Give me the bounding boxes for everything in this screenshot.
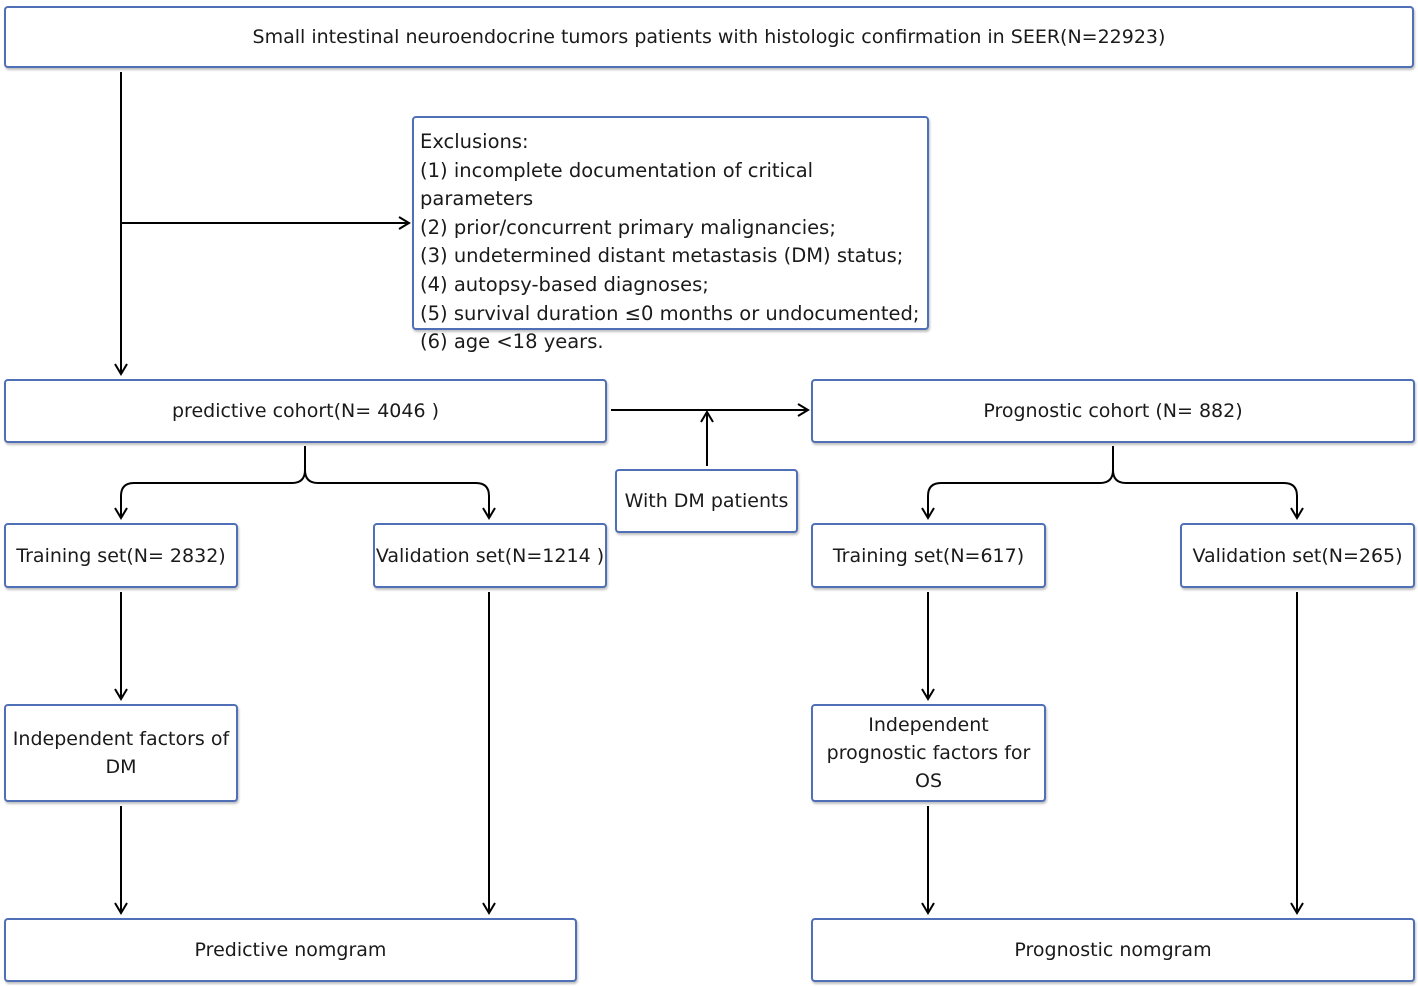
prognostic-training-label: Training set(N=617) [832, 544, 1025, 567]
dm-patients-box: With DM patients [615, 469, 798, 533]
prognostic-cohort-box: Prognostic cohort (N= 882) [811, 379, 1415, 443]
predictive-validation-box: Validation set(N=1214 ) [373, 523, 607, 588]
exclusion-item-5: (5) survival duration ≤0 months or undoc… [420, 301, 920, 325]
dm-patients-label: With DM patients [624, 490, 789, 512]
prognostic-validation-label: Validation set(N=265) [1192, 544, 1403, 567]
split-predictive-right [304, 469, 496, 520]
split-predictive [114, 446, 306, 520]
prognostic-validation-box: Validation set(N=265) [1180, 523, 1415, 588]
exclusions-title: Exclusions: [420, 130, 529, 153]
exclusion-item-2: (2) prior/concurrent primary malignancie… [420, 215, 836, 239]
prognostic-factors-line2: prognostic factors for [826, 742, 1031, 764]
prognostic-factors-line1: Independent [868, 714, 989, 736]
predictive-validation-label: Validation set(N=1214 ) [375, 544, 605, 567]
predictive-training-label: Training set(N= 2832) [16, 544, 226, 567]
predictive-factors-line2: DM [105, 756, 137, 778]
prognostic-cohort-label: Prognostic cohort (N= 882) [983, 400, 1243, 422]
exclusions-box: Exclusions: (1) incomplete documentation… [412, 116, 929, 353]
predictive-cohort-box: predictive cohort(N= 4046 ) [4, 379, 607, 443]
exclusion-item-3: (3) undetermined distant metastasis (DM)… [420, 244, 904, 268]
predictive-factors-line1: Independent factors of [12, 728, 230, 750]
prognostic-nomogram-label: Prognostic nomgram [1014, 939, 1212, 961]
prognostic-nomogram-box: Prognostic nomgram [811, 918, 1415, 982]
predictive-training-box: Training set(N= 2832) [4, 523, 238, 588]
source-population-box: Small intestinal neuroendocrine tumors p… [4, 6, 1414, 68]
exclusion-item-6: (6) age <18 years. [420, 330, 604, 354]
predictive-factors-box: Independent factors of DM [4, 704, 238, 802]
split-prognostic [921, 446, 1114, 520]
source-population-label: Small intestinal neuroendocrine tumors p… [252, 26, 1166, 48]
prognostic-training-box: Training set(N=617) [811, 523, 1046, 588]
exclusion-item-4: (4) autopsy-based diagnoses; [420, 272, 709, 296]
predictive-nomogram-box: Predictive nomgram [4, 918, 577, 982]
prognostic-factors-box: Independent prognostic factors for OS [811, 704, 1046, 802]
prognostic-factors-line3: OS [914, 770, 942, 792]
exclusion-item-1: (1) incomplete documentation of critical… [420, 158, 814, 211]
predictive-cohort-label: predictive cohort(N= 4046 ) [171, 400, 440, 422]
predictive-nomogram-label: Predictive nomgram [194, 939, 387, 961]
split-prognostic-right [1112, 469, 1304, 520]
